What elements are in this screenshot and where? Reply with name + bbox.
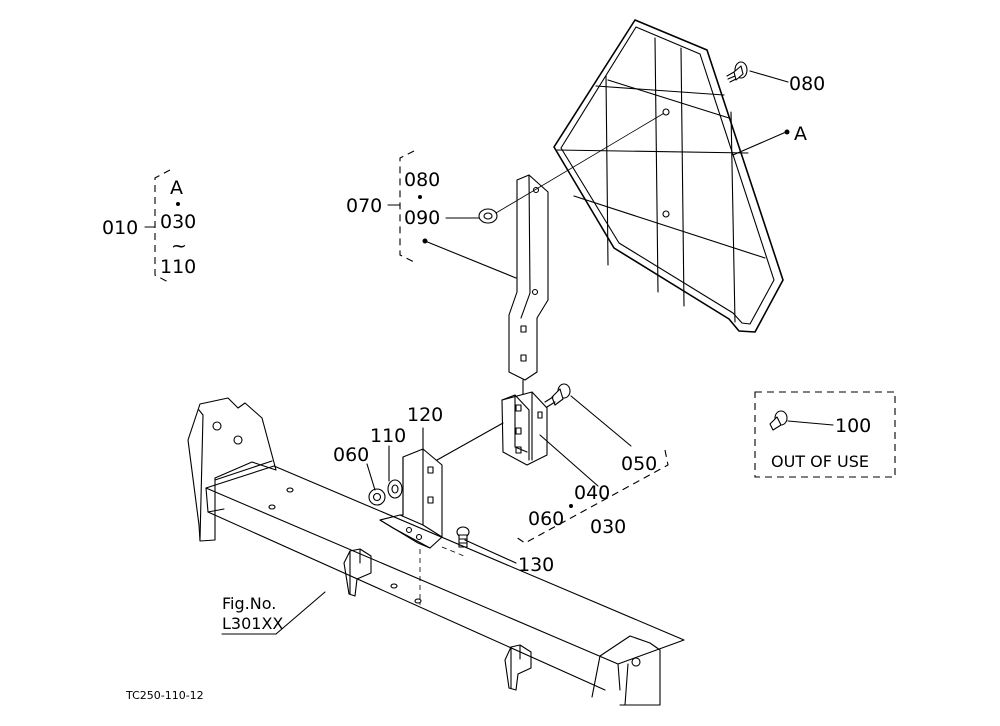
- group-bracket-010: [144, 169, 180, 284]
- part-number-010: 010: [102, 217, 138, 239]
- range-tilde: ~: [171, 235, 187, 257]
- drawing-code: TC250-110-12: [125, 689, 204, 702]
- assembly-ref-A-right: A: [794, 123, 807, 145]
- tractor-frame: [187, 397, 685, 706]
- fig-no-label: Fig.No.: [222, 594, 276, 613]
- out-of-use-box: [754, 391, 896, 478]
- holder-040: [501, 391, 548, 466]
- part-number-080-bracketed: 080: [404, 169, 440, 191]
- part-number-060-b: 060: [528, 508, 564, 530]
- part-number-110: 110: [370, 425, 406, 447]
- bolt-130: [456, 526, 470, 548]
- out-of-use-label: OUT OF USE: [771, 452, 869, 471]
- stay-bar-plate: [508, 174, 549, 381]
- bracket-120: [379, 448, 443, 549]
- group-bracket-070: [387, 150, 422, 263]
- guard-frame-A: [553, 19, 784, 333]
- nut-060: [368, 488, 386, 506]
- part-number-090: 090: [404, 207, 440, 229]
- part-number-120: 120: [407, 404, 443, 426]
- part-number-100: 100: [835, 415, 871, 437]
- part-number-080-top: 080: [789, 73, 825, 95]
- fig-reference: L301XX: [222, 614, 283, 633]
- part-number-070: 070: [346, 195, 382, 217]
- bolt-080: [726, 61, 748, 83]
- assembly-ref-A-left: A: [170, 177, 183, 199]
- range-start-030: 030: [160, 211, 196, 233]
- range-end-110: 110: [160, 256, 196, 278]
- part-number-060-a: 060: [333, 444, 369, 466]
- part-number-050: 050: [621, 453, 657, 475]
- part-number-030: 030: [590, 516, 626, 538]
- bolt-050: [544, 383, 571, 408]
- nut-090: [478, 208, 498, 224]
- washer-110: [387, 479, 403, 499]
- group-bracket-030: [515, 449, 669, 544]
- part-number-040: 040: [574, 482, 610, 504]
- part-number-130: 130: [518, 554, 554, 576]
